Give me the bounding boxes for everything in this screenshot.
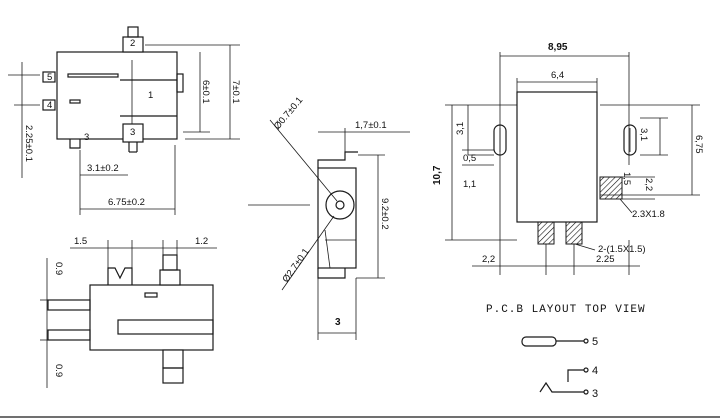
dim-2-25: 2.25	[596, 254, 615, 265]
dim-7: 7±0.1	[230, 80, 241, 104]
pin-2-label: 2	[130, 38, 135, 49]
dim-3-1-left: 3,1	[455, 122, 466, 135]
schematic-pin-5: 5	[592, 336, 598, 348]
dim-3: 3	[335, 317, 341, 328]
top-view-pin-4-box	[42, 99, 56, 111]
pin-3-label: 3	[84, 132, 89, 143]
dim-0-9-top: 0.9	[53, 262, 64, 275]
front-view: 1.5 1.2 0.9 0.9	[40, 236, 217, 388]
dim-2-3x1-8: 2.3X1.8	[632, 209, 665, 220]
schematic-pin-3: 3	[592, 388, 598, 400]
pcb-slot-right	[565, 221, 583, 245]
dim-2-2-right: 2,2	[643, 178, 654, 191]
dim-slots: 2-(1.5X1.5)	[598, 244, 646, 255]
dim-2-2-bottom: 2,2	[482, 254, 495, 265]
dim-6: 6±0.1	[200, 80, 211, 104]
pcb-slot-left	[537, 221, 555, 245]
schematic-pin-4: 4	[592, 365, 598, 377]
pin-5-label: 5	[47, 72, 52, 83]
dim-8-95: 8,95	[548, 42, 568, 53]
dim-dia-2-7: Ø2.7±0.1	[280, 246, 311, 284]
dim-6-75: 6.75±0.2	[108, 197, 145, 208]
pcb-outline	[516, 91, 598, 223]
front-view-body	[89, 284, 214, 351]
dim-3-1: 3.1±0.2	[87, 163, 119, 174]
side-view-body	[317, 167, 357, 269]
dim-0-9-bottom: 0.9	[53, 364, 64, 377]
dim-1-2: 1.2	[195, 236, 208, 247]
top-view-body	[56, 51, 178, 140]
pcb-hole-left	[493, 124, 507, 156]
dim-9-2: 9.2±0.2	[379, 198, 390, 230]
schematic-symbol: 5 4 3	[521, 336, 598, 400]
dim-1-1: 1,1	[463, 179, 476, 190]
pin-4-label: 4	[47, 100, 52, 111]
pcb-layout: 8,95 6,4 10,7 3,1 0,5 1,1 3,1 6,75	[432, 42, 704, 316]
dim-0-5: 0,5	[463, 153, 476, 164]
dim-dia-0-7: Ø0.7±0.1	[272, 95, 306, 132]
dim-6-4: 6,4	[551, 70, 564, 81]
top-view-pin-5-box	[42, 71, 56, 83]
dim-6-75-pcb: 6,75	[693, 135, 704, 154]
dim-1-5-pad: 1,5	[621, 172, 632, 185]
pcb-hole-right	[623, 124, 637, 156]
dim-2-25: 2.25±0.1	[23, 125, 34, 162]
dim-1-5: 1.5	[74, 236, 87, 247]
pin-3-tab-label: 3	[130, 127, 135, 138]
side-view-bore	[325, 190, 355, 220]
pcb-layout-title: P.C.B LAYOUT TOP VIEW	[486, 304, 646, 316]
pcb-pad-hatched	[599, 176, 623, 200]
pin-1-label: 1	[148, 90, 153, 101]
dim-3-1-right: 3,1	[638, 128, 649, 141]
top-view: 3 5 4 2 3 1 7±0.1 6±0.1 2.25±0.1 3.1±0.2…	[8, 26, 241, 215]
top-view-pin-3-tab	[122, 123, 144, 143]
dim-10-7: 10,7	[432, 165, 443, 185]
side-view: Ø0.7±0.1 Ø2.7±0.1 1,7±0.1 9.2±0.2 3	[248, 95, 410, 340]
dim-1-7: 1,7±0.1	[355, 120, 387, 131]
